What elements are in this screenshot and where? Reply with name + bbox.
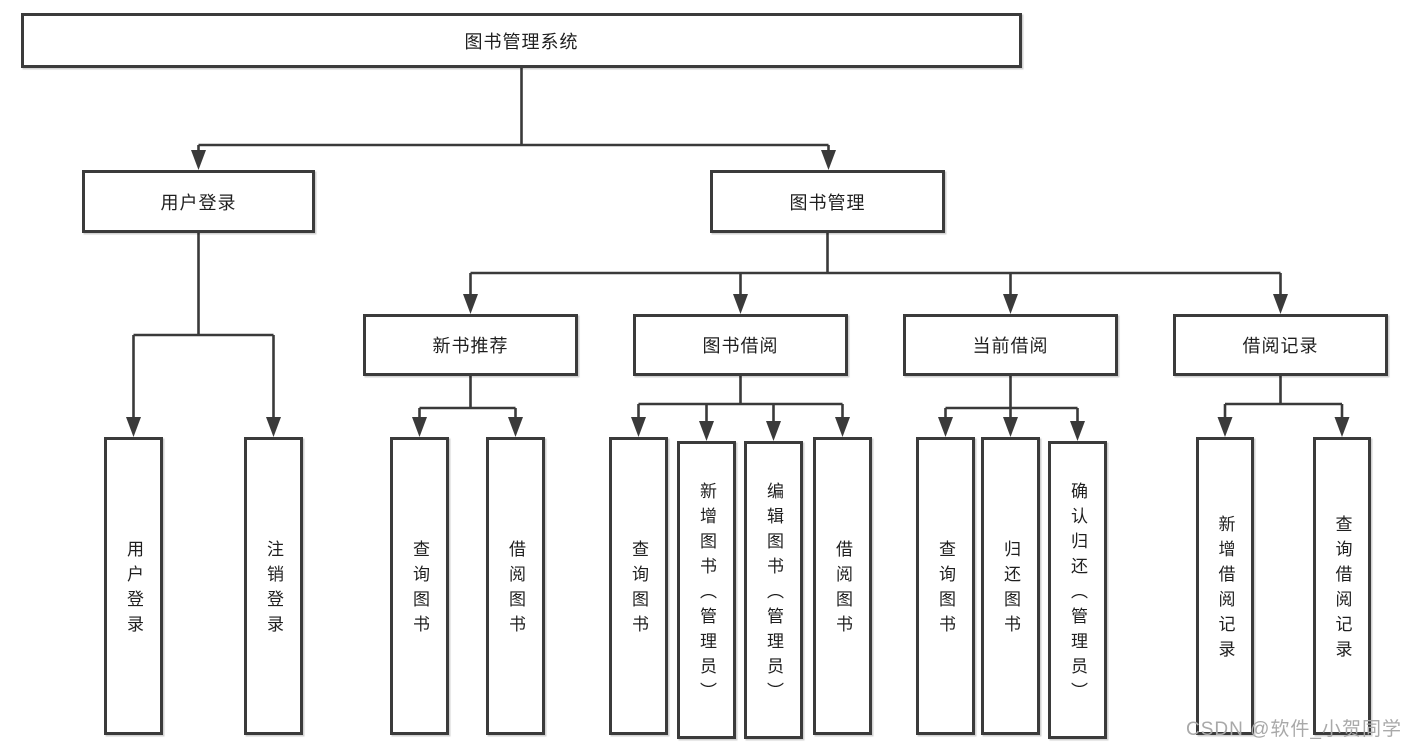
leaf-logout: 注销登录 <box>244 437 303 735</box>
leaf-edit-books-admin-label: 编辑图书（管理员） <box>764 481 783 707</box>
leaf-confirm-return-admin-label: 确认归还（管理员） <box>1068 481 1087 707</box>
node-book-management-label: 图书管理 <box>789 192 866 213</box>
leaf-user-login-label: 用户登录 <box>124 540 143 640</box>
node-current-borrow-label: 当前借阅 <box>972 336 1049 356</box>
leaf-borrow-books: 借阅图书 <box>813 437 872 735</box>
node-user-login-label: 用户登录 <box>160 192 237 213</box>
leaf-query-books-recommend: 查询图书 <box>390 437 449 735</box>
leaf-add-borrow-record-label: 新增借阅记录 <box>1215 515 1235 665</box>
leaf-return-books-label: 归还图书 <box>1001 540 1020 640</box>
leaf-query-books-borrow-label: 查询图书 <box>629 540 648 640</box>
leaf-query-books-current: 查询图书 <box>916 437 975 735</box>
leaf-user-login: 用户登录 <box>104 437 163 735</box>
leaf-borrow-books-label: 借阅图书 <box>833 540 852 640</box>
leaf-edit-books-admin: 编辑图书（管理员） <box>744 441 803 739</box>
node-new-book-recommend-label: 新书推荐 <box>432 336 509 356</box>
node-borrow-records: 借阅记录 <box>1173 314 1388 376</box>
leaf-borrow-books-recommend: 借阅图书 <box>486 437 545 735</box>
leaf-borrow-books-recommend-label: 借阅图书 <box>506 540 525 640</box>
leaf-return-books: 归还图书 <box>981 437 1040 735</box>
node-current-borrow: 当前借阅 <box>903 314 1118 376</box>
leaf-add-borrow-record: 新增借阅记录 <box>1196 437 1254 735</box>
csdn-watermark: CSDN @软件_小贺同学 <box>1186 719 1402 740</box>
node-book-borrow: 图书借阅 <box>633 314 848 376</box>
leaf-query-books-borrow: 查询图书 <box>609 437 668 735</box>
leaf-query-books-recommend-label: 查询图书 <box>410 540 429 640</box>
node-root: 图书管理系统 <box>21 13 1022 68</box>
leaf-logout-label: 注销登录 <box>264 540 283 640</box>
node-book-borrow-label: 图书借阅 <box>702 336 779 356</box>
leaf-add-books-admin-label: 新增图书（管理员） <box>697 481 716 707</box>
node-new-book-recommend: 新书推荐 <box>363 314 578 376</box>
leaf-query-books-current-label: 查询图书 <box>936 540 955 640</box>
node-root-label: 图书管理系统 <box>464 31 579 52</box>
node-book-management: 图书管理 <box>710 170 945 233</box>
node-borrow-records-label: 借阅记录 <box>1242 336 1319 356</box>
leaf-query-borrow-record-label: 查询借阅记录 <box>1332 515 1352 665</box>
leaf-query-borrow-record: 查询借阅记录 <box>1313 437 1371 735</box>
node-user-login: 用户登录 <box>82 170 315 233</box>
leaf-confirm-return-admin: 确认归还（管理员） <box>1048 441 1107 739</box>
leaf-add-books-admin: 新增图书（管理员） <box>677 441 736 739</box>
